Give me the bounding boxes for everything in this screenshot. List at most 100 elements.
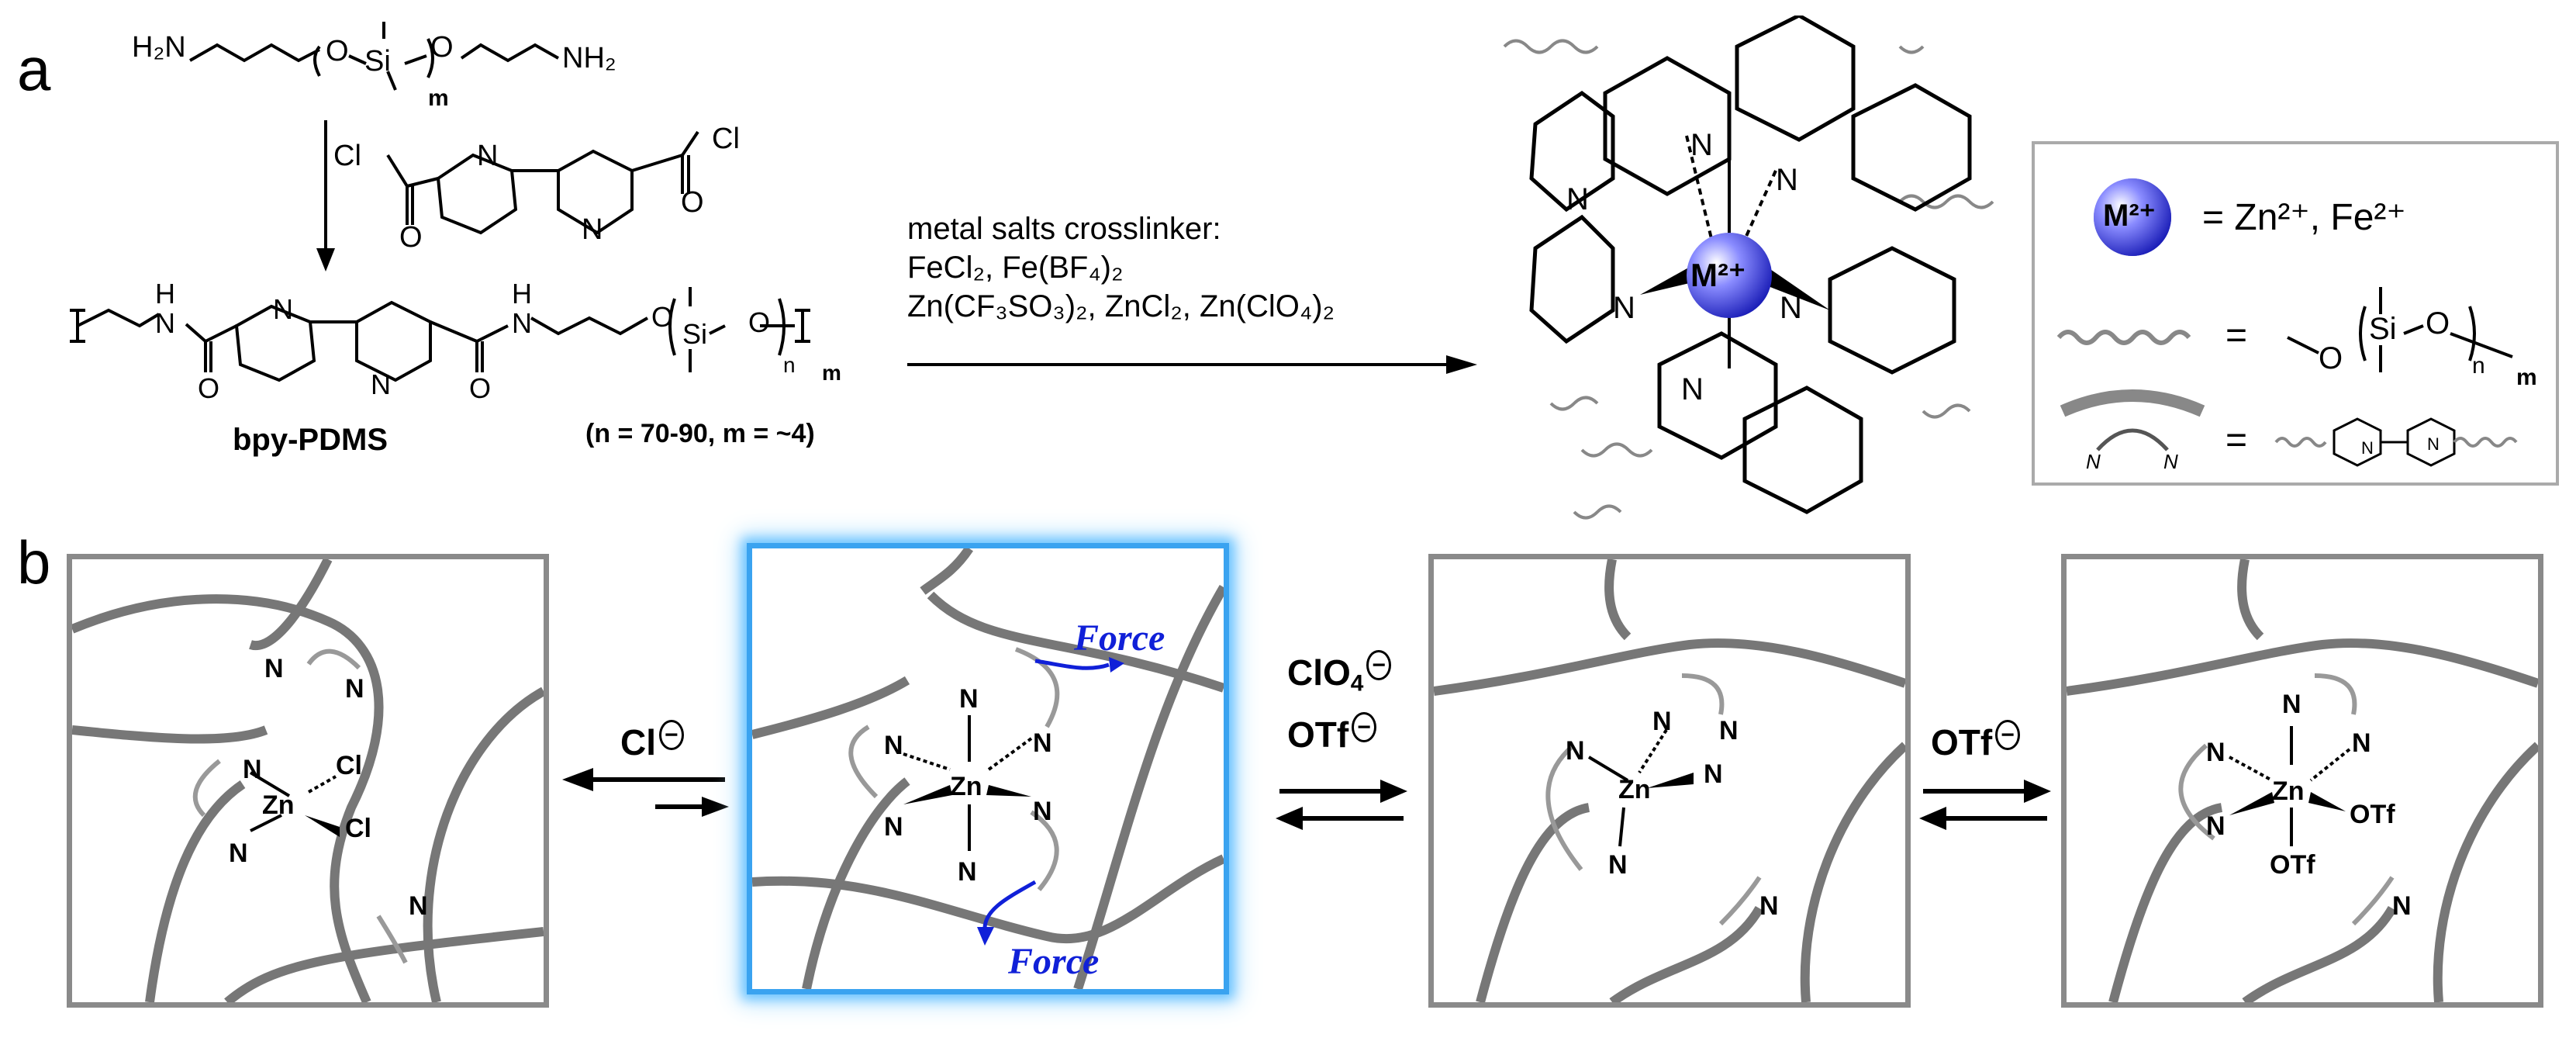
- h2n-group: H₂N: [132, 31, 186, 64]
- chlorine-atom: Cl: [712, 123, 740, 155]
- reaction-arrow-right: [907, 355, 1477, 374]
- eq2-ion1: ClO4−: [1287, 649, 1391, 697]
- pyridine-n: N: [477, 140, 499, 172]
- legend-pdms-o: O: [2426, 306, 2450, 341]
- triflate-ligand: OTf: [2270, 850, 2315, 880]
- repeat-n: n: [783, 353, 796, 377]
- pdms-chain-icon: [2056, 330, 2191, 345]
- network-state-zn-otf: N N N N N Zn OTf OTf: [2061, 554, 2543, 1008]
- legend-metal-badge: M²⁺: [2103, 199, 2156, 233]
- eq2-ion1-sub: 4: [1350, 670, 1364, 697]
- legend-pdms-m: m: [2516, 365, 2537, 390]
- network-n: N: [1566, 736, 1585, 766]
- network-n: N: [1033, 728, 1052, 758]
- network-state-zn-bpy3-free: N N N N N N Zn: [1428, 554, 1911, 1008]
- reaction-arrow-down: [316, 120, 335, 271]
- nh2-group: NH₂: [562, 42, 616, 74]
- eq2-ion2-label: OTf: [1287, 714, 1349, 755]
- eq3-ion-label: OTf: [1931, 722, 1993, 763]
- force-label-bottom: Force: [1008, 941, 1100, 982]
- triflate-ligand: OTf: [2350, 800, 2395, 829]
- crosslinker-line1: metal salts crosslinker:: [907, 212, 1221, 246]
- amide-n: N: [512, 307, 532, 339]
- legend-bpy-equals: =: [2226, 420, 2248, 461]
- repeat-m: m: [822, 361, 841, 385]
- network-n: N: [884, 812, 903, 842]
- eq3-ion: OTf−: [1931, 719, 2020, 763]
- silicon-atom: Si: [682, 318, 708, 350]
- network-n: N: [1704, 759, 1723, 789]
- network-n: N: [345, 674, 364, 704]
- chlorine-atom: Cl: [333, 140, 361, 172]
- carbonyl-o: O: [469, 372, 492, 404]
- metal-ion-label: M²⁺: [1690, 257, 1746, 293]
- zinc-atom: Zn: [262, 790, 295, 820]
- zinc-atom: Zn: [1618, 775, 1651, 804]
- repeat-m: m: [428, 85, 449, 111]
- panel-b-label: b: [17, 528, 51, 597]
- oxygen-atom: O: [326, 35, 349, 67]
- metal-ion-ball-icon: [2094, 178, 2171, 256]
- pyridine-n: N: [273, 293, 293, 325]
- polymer-name: bpy-PDMS: [233, 423, 388, 457]
- legend-pdms-equals: =: [2226, 315, 2248, 356]
- diamine-siloxane-structure: [189, 22, 559, 91]
- equilibrium-arrows-1: [562, 768, 729, 817]
- zinc-atom: Zn: [950, 772, 982, 801]
- network-n: N: [229, 839, 248, 868]
- legend-bpy-n: N: [2361, 438, 2374, 458]
- polymer-network-1: [72, 559, 544, 1002]
- network-n: N: [264, 654, 284, 683]
- ether-o: O: [651, 301, 674, 333]
- bpy-unit-structure: [2274, 417, 2518, 467]
- complex-n: N: [1566, 182, 1589, 216]
- panel-a-label: a: [17, 35, 51, 103]
- network-n: N: [2206, 738, 2226, 767]
- complex-n: N: [1780, 291, 1802, 325]
- pdms-repeat-structure: [2287, 287, 2513, 372]
- polymer-note: (n = 70-90, m = ~4): [585, 419, 815, 448]
- eq1-ion-label: Cl: [620, 722, 656, 763]
- network-n: N: [409, 891, 428, 921]
- amide-n: N: [155, 307, 175, 339]
- amide-h: H: [512, 278, 532, 310]
- eq2-ion1-label: ClO: [1287, 652, 1351, 693]
- eq1-ion: Cl−: [620, 719, 684, 763]
- eq2-ion2: OTf−: [1287, 711, 1376, 756]
- legend-arc-n: N: [2086, 450, 2101, 473]
- chloride-ligand: Cl: [336, 751, 362, 780]
- equilibrium-arrows-2: [1276, 780, 1407, 830]
- force-label-top: Force: [1074, 617, 1165, 659]
- bipyridine-diacid-chloride: [386, 130, 699, 235]
- metal-bipyridine-complex: [1503, 16, 1994, 520]
- polymer-network-4: [2067, 559, 2538, 1002]
- network-n: N: [243, 755, 262, 784]
- bpy-arc-icon: [2060, 389, 2205, 451]
- pyridine-n: N: [371, 368, 391, 400]
- bpy-pdms-structure: [70, 287, 810, 382]
- amide-h: H: [155, 278, 175, 310]
- crosslinker-line3: Zn(CF₃SO₃)₂, ZnCl₂, Zn(ClO₄)₂: [907, 289, 1335, 323]
- complex-n: N: [1681, 372, 1704, 406]
- polymer-network-3: [1434, 559, 1905, 1002]
- legend-bpy-n: N: [2427, 434, 2440, 454]
- equilibrium-arrows-3: [1919, 780, 2051, 830]
- legend-metal-equals: = Zn²⁺, Fe²⁺: [2202, 197, 2406, 238]
- legend-arc-n: N: [2163, 450, 2178, 473]
- oxygen-atom: O: [430, 31, 454, 64]
- network-n: N: [2282, 690, 2301, 719]
- chloride-ligand: Cl: [345, 814, 371, 843]
- network-n: N: [1719, 716, 1739, 745]
- zinc-atom: Zn: [2272, 776, 2305, 806]
- network-n: N: [2392, 891, 2412, 921]
- crosslinker-text: metal salts crosslinker: FeCl₂, Fe(BF₄)₂…: [907, 209, 1335, 326]
- legend-pdms-si: Si: [2369, 312, 2397, 346]
- network-n: N: [1652, 707, 1672, 736]
- pyridine-n: N: [582, 213, 603, 246]
- legend-pdms-o: O: [2319, 341, 2343, 375]
- carbonyl-o: O: [681, 186, 704, 219]
- carbonyl-o: O: [198, 372, 220, 404]
- complex-n: N: [1690, 128, 1713, 162]
- network-n: N: [958, 857, 977, 887]
- network-n: N: [884, 731, 903, 760]
